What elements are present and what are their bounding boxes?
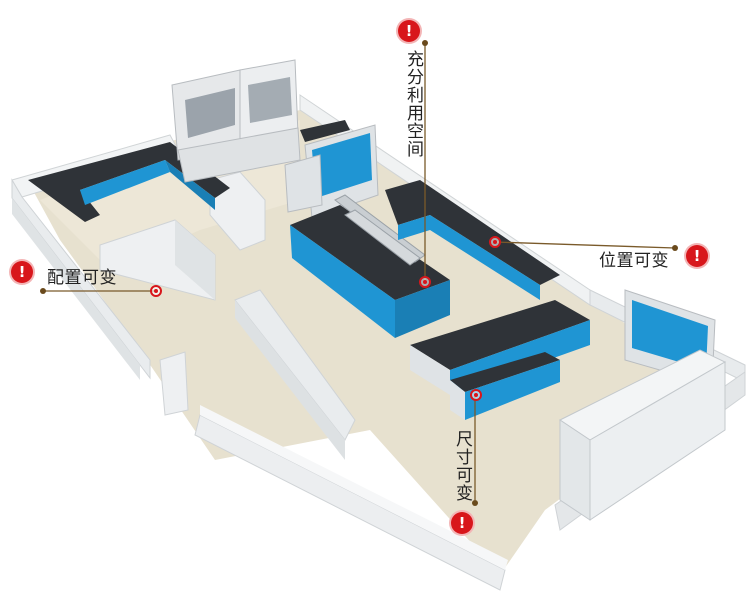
lower-bench-front [410,345,450,395]
back-counter [300,120,350,142]
callout-label-config: 配置可变 [47,268,117,288]
partition-center-face [235,300,345,460]
island-shelf-2 [344,209,421,266]
lower-bench-top [410,300,590,370]
left-bench-top [28,142,230,222]
island-top [290,205,450,300]
alert-badge-icon: ! [398,20,420,42]
wall-left-front [12,198,140,380]
leader-dot [672,245,678,251]
target-marker-icon [470,389,482,401]
storage-cabinet-row-side [589,361,726,521]
callout-label-space: 充分利用空间 [403,50,423,158]
callout-label-position: 位置可变 [599,251,669,271]
back-cabinet-low [284,154,323,213]
target-marker-icon [489,236,501,248]
fume-hood-1-window [185,88,235,138]
leader-lines [42,42,676,500]
lower-bench-2-end [450,380,465,420]
leader-dot [472,500,478,506]
leader-dot [422,40,428,46]
target-marker-icon [150,285,162,297]
target-marker-icon [419,276,431,288]
alert-badge-icon: ! [451,512,473,534]
island-front [290,225,395,338]
fume-hood-base [177,127,301,183]
fume-hood-2-window [248,77,292,123]
alert-badge-icon: ! [686,245,708,267]
left-bench-cabinets [80,160,170,205]
alert-badge-icon: ! [11,261,33,283]
partition-left-room-side [175,220,215,300]
left-bench-cabinets-2 [165,160,215,210]
storage-cabinet-glass-panel [632,300,708,370]
callout-label-size: 尺寸可变 [452,430,472,502]
lower-bench-2-top [450,352,560,392]
island-side [395,280,450,338]
right-bench-front [398,215,540,300]
back-cabinet-tall-glass [312,133,372,198]
lower-bench-2-front [465,360,560,420]
leader-dot [40,288,46,294]
partition-fragment [159,351,189,416]
right-bench-top [385,180,560,285]
wall-front-bottom-top [200,405,508,570]
